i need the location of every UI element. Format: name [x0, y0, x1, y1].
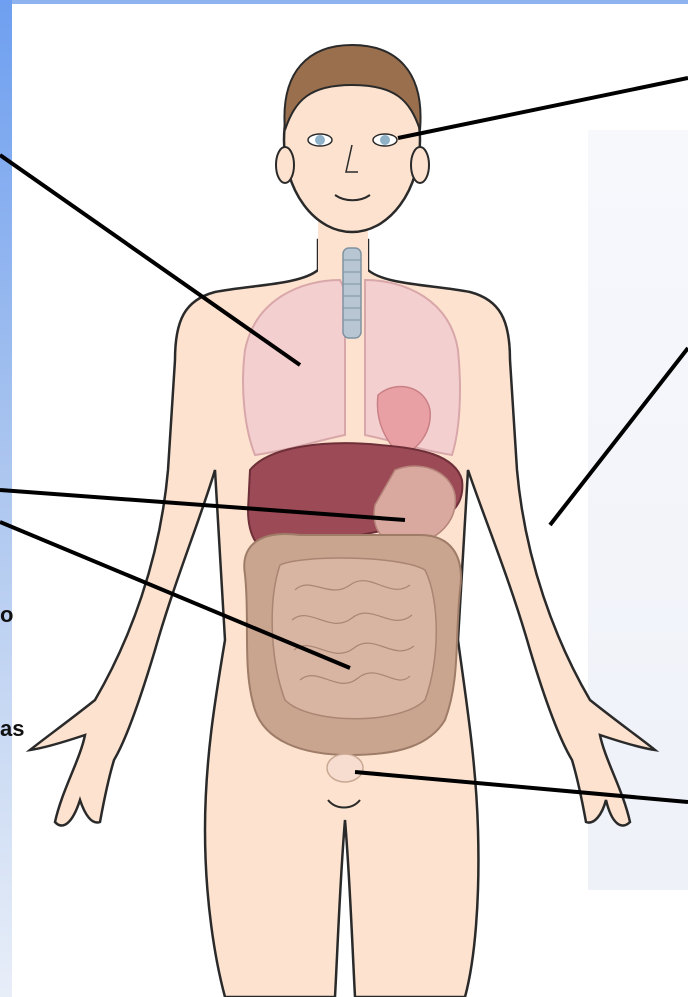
cropped-label-fragment-2: as	[0, 716, 24, 742]
right-iris	[380, 135, 390, 145]
left-iris	[315, 135, 325, 145]
bladder	[327, 754, 363, 782]
cropped-label-fragment-1: o	[0, 602, 13, 628]
trachea	[343, 248, 361, 338]
leader-line-arm	[550, 348, 688, 525]
leader-line-lung	[0, 155, 300, 365]
left-ear	[276, 147, 294, 183]
leader-line-eye	[398, 78, 688, 138]
right-ear	[411, 147, 429, 183]
